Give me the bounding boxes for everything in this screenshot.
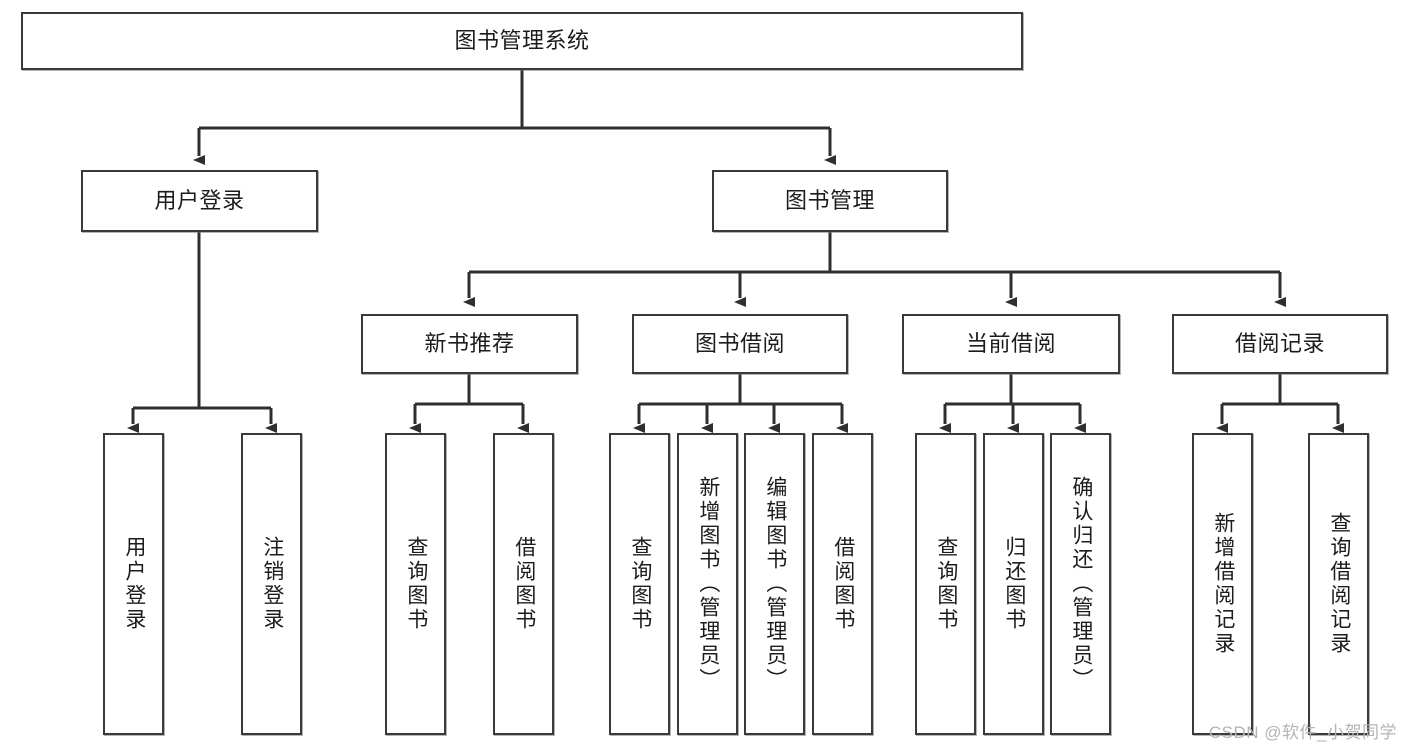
node-book-borrow[interactable]: 图书借阅 [632,314,848,374]
node-leaf-user-login-label: 用户登录 [122,536,146,632]
node-leaf-logout-login[interactable]: 注销登录 [241,433,302,735]
node-leaf-query-record-label: 查询借阅记录 [1327,512,1351,656]
node-leaf-add-record-label: 新增借阅记录 [1211,512,1235,656]
node-leaf-return-book-label: 归还图书 [1002,536,1026,632]
node-user-login[interactable]: 用户登录 [81,170,318,232]
node-book-manage-label: 图书管理 [784,188,875,214]
node-user-login-label: 用户登录 [154,188,245,214]
node-leaf-borrow-book-1[interactable]: 借阅图书 [493,433,554,735]
node-leaf-add-book-label: 新增图书（管理员） [696,476,720,692]
node-leaf-query-book-1[interactable]: 查询图书 [385,433,446,735]
node-new-book-recommend-label: 新书推荐 [424,331,515,357]
node-leaf-borrow-book-2[interactable]: 借阅图书 [812,433,873,735]
node-current-borrow[interactable]: 当前借阅 [902,314,1120,374]
node-leaf-query-book-3-label: 查询图书 [934,536,958,632]
node-leaf-query-book-1-label: 查询图书 [404,536,428,632]
node-book-manage[interactable]: 图书管理 [712,170,948,232]
node-root-label: 图书管理系统 [454,28,590,54]
node-leaf-user-login[interactable]: 用户登录 [103,433,164,735]
node-leaf-query-record[interactable]: 查询借阅记录 [1308,433,1369,735]
node-leaf-add-book[interactable]: 新增图书（管理员） [677,433,738,735]
node-new-book-recommend[interactable]: 新书推荐 [361,314,578,374]
node-leaf-confirm-return[interactable]: 确认归还（管理员） [1050,433,1111,735]
node-leaf-query-book-2-label: 查询图书 [628,536,652,632]
node-leaf-confirm-return-label: 确认归还（管理员） [1069,476,1093,692]
csdn-watermark: CSDN @软件_小贺同学 [1208,723,1397,742]
node-borrow-record-label: 借阅记录 [1234,331,1325,357]
node-borrow-record[interactable]: 借阅记录 [1172,314,1388,374]
node-book-borrow-label: 图书借阅 [694,331,785,357]
node-leaf-borrow-book-2-label: 借阅图书 [831,536,855,632]
node-leaf-return-book[interactable]: 归还图书 [983,433,1044,735]
node-leaf-add-record[interactable]: 新增借阅记录 [1192,433,1253,735]
node-leaf-edit-book[interactable]: 编辑图书（管理员） [744,433,805,735]
node-root[interactable]: 图书管理系统 [21,12,1023,70]
node-leaf-borrow-book-1-label: 借阅图书 [512,536,536,632]
node-leaf-query-book-2[interactable]: 查询图书 [609,433,670,735]
node-leaf-edit-book-label: 编辑图书（管理员） [763,476,787,692]
node-leaf-logout-login-label: 注销登录 [260,536,284,632]
node-current-borrow-label: 当前借阅 [965,331,1056,357]
node-leaf-query-book-3[interactable]: 查询图书 [915,433,976,735]
